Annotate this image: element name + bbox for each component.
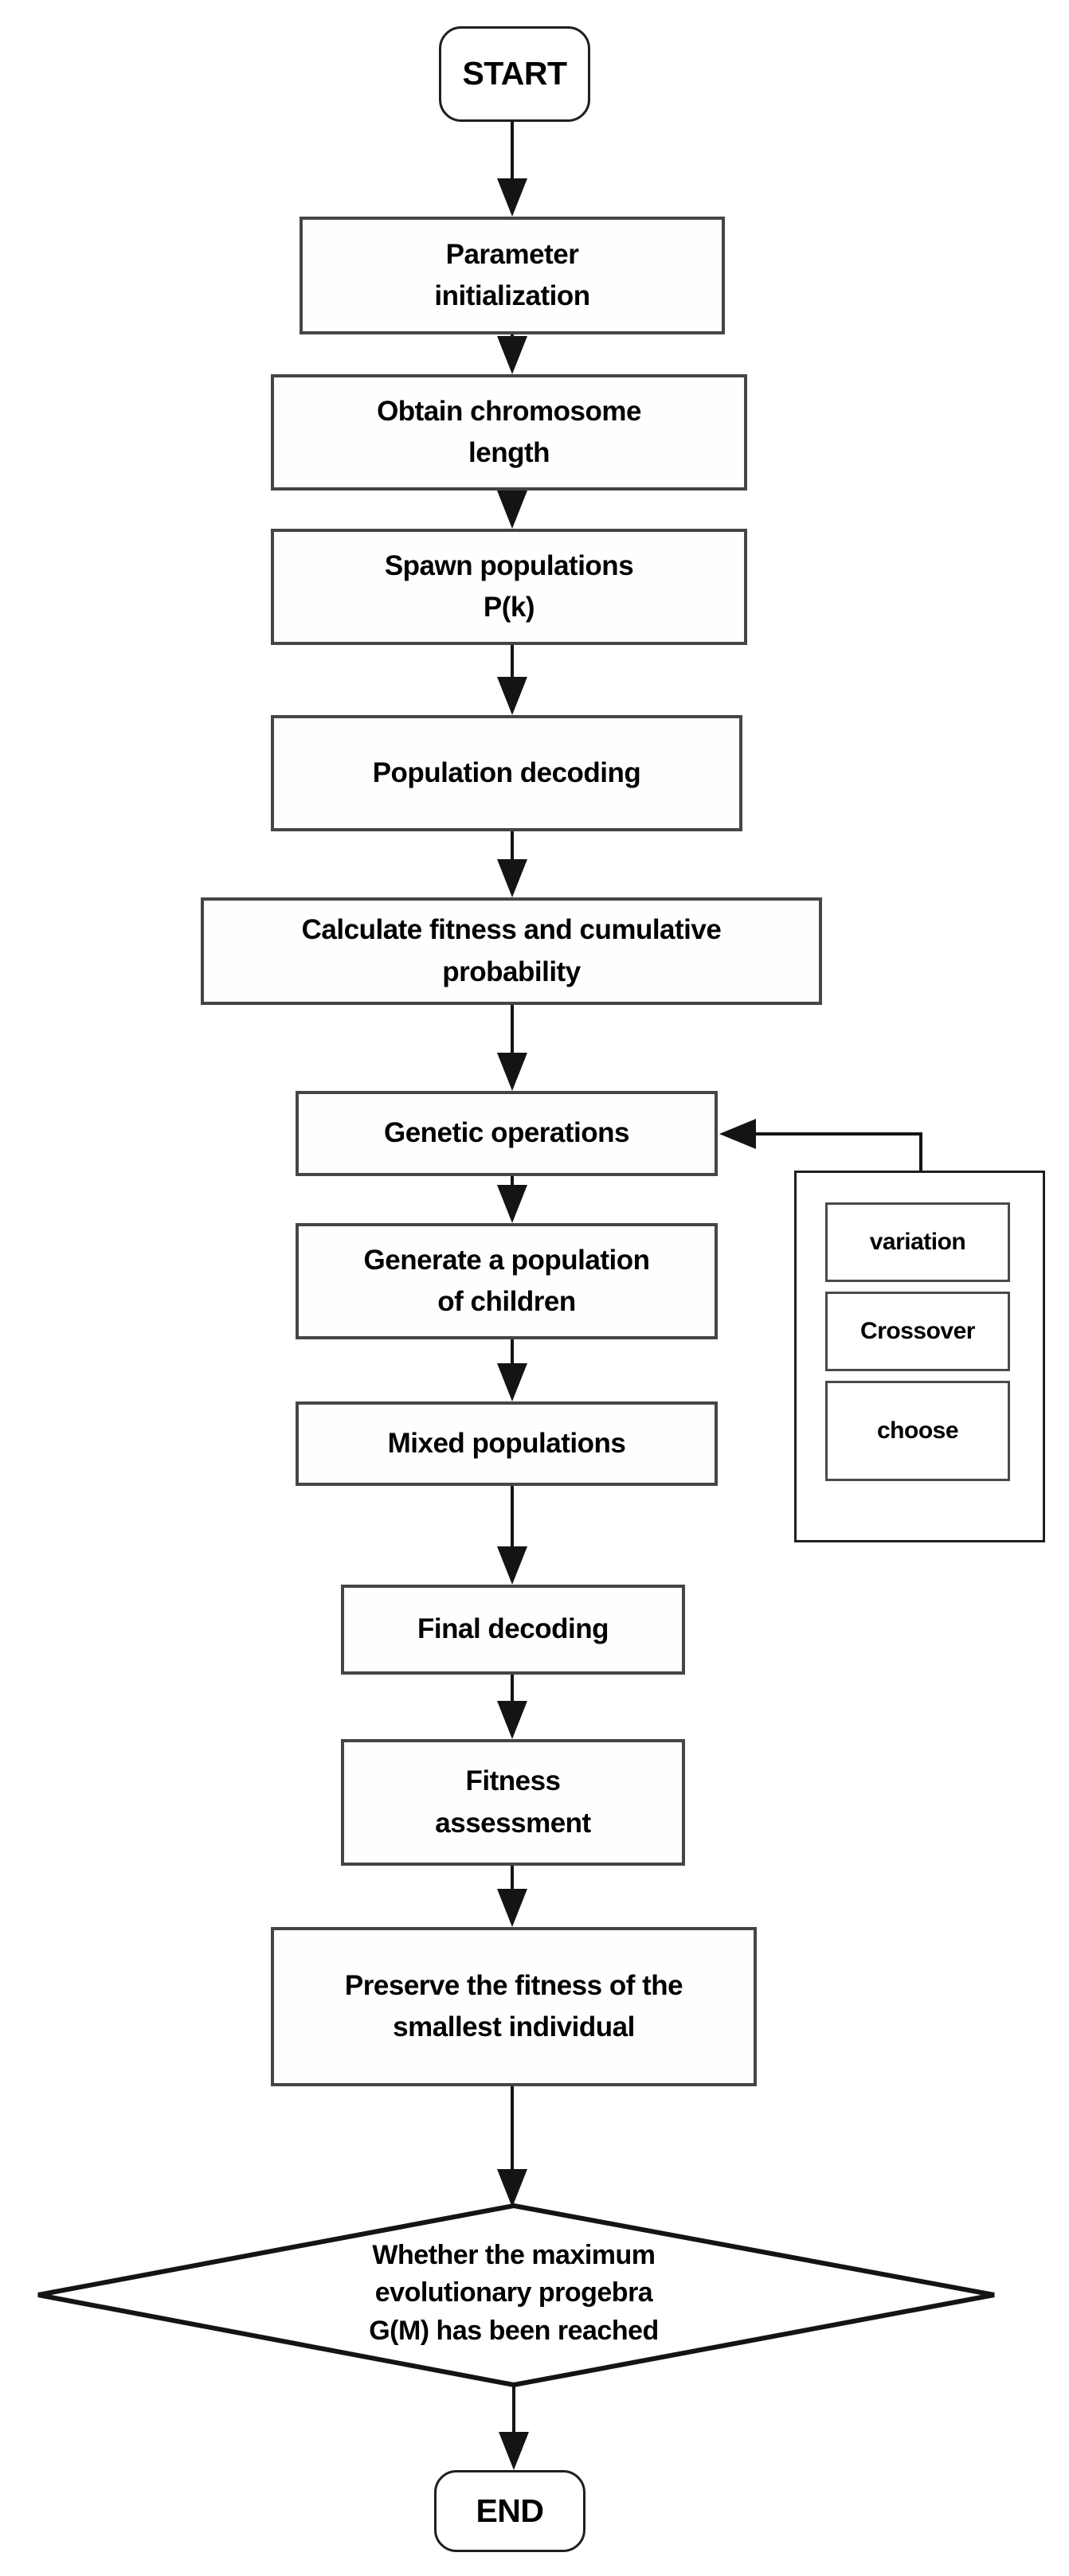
arrowhead-down-icon — [497, 2169, 527, 2207]
arrow-line — [511, 645, 514, 682]
node-population-decoding: Population decoding — [271, 715, 742, 831]
arrow-line — [512, 2385, 515, 2437]
arrow-line — [511, 1675, 514, 1706]
arrow-line — [511, 1176, 514, 1190]
node-calculate-fitness: Calculate fitness and cumulative probabi… — [201, 897, 822, 1005]
arrowhead-down-icon — [497, 859, 527, 897]
arrow-line — [511, 1866, 514, 1894]
side-item-variation: variation — [825, 1202, 1010, 1282]
node-preserve-fitness: Preserve the fitness of the smallest ind… — [271, 1927, 757, 2086]
arrow-line — [511, 831, 514, 864]
node-start: START — [439, 26, 590, 122]
feedback-connector-horizontal — [755, 1132, 922, 1136]
arrowhead-down-icon — [497, 677, 527, 715]
arrowhead-left-icon — [719, 1119, 756, 1149]
node-fitness-assessment: Fitness assessment — [341, 1739, 685, 1866]
arrow-line — [511, 1005, 514, 1057]
node-generate-children: Generate a population of children — [296, 1223, 718, 1339]
arrow-line — [511, 122, 514, 183]
side-item-crossover: Crossover — [825, 1292, 1010, 1371]
arrowhead-down-icon — [497, 1889, 527, 1927]
arrow-line — [511, 1486, 514, 1551]
arrowhead-down-icon — [497, 1701, 527, 1739]
node-decision: Whether the maximum evolutionary progebr… — [369, 2239, 659, 2346]
node-genetic-operations: Genetic operations — [296, 1091, 718, 1176]
side-item-choose: choose — [825, 1381, 1010, 1481]
node-mixed-populations: Mixed populations — [296, 1401, 718, 1486]
arrowhead-down-icon — [497, 178, 527, 217]
arrowhead-down-icon — [497, 491, 527, 529]
feedback-connector-vertical — [919, 1134, 922, 1171]
arrowhead-down-icon — [497, 1363, 527, 1401]
node-spawn-populations: Spawn populations P(k) — [271, 529, 747, 645]
node-obtain-chromosome-length: Obtain chromosome length — [271, 374, 747, 491]
arrowhead-down-icon — [497, 1185, 527, 1223]
arrow-line — [511, 2086, 514, 2174]
node-end: END — [434, 2470, 585, 2552]
node-final-decoding: Final decoding — [341, 1585, 685, 1675]
arrowhead-down-icon — [499, 2432, 529, 2470]
node-parameter-initialization: Parameter initialization — [300, 217, 725, 334]
arrowhead-down-icon — [497, 1546, 527, 1585]
arrowhead-down-icon — [497, 1053, 527, 1091]
arrow-line — [511, 1339, 514, 1368]
arrowhead-down-icon — [497, 336, 527, 374]
